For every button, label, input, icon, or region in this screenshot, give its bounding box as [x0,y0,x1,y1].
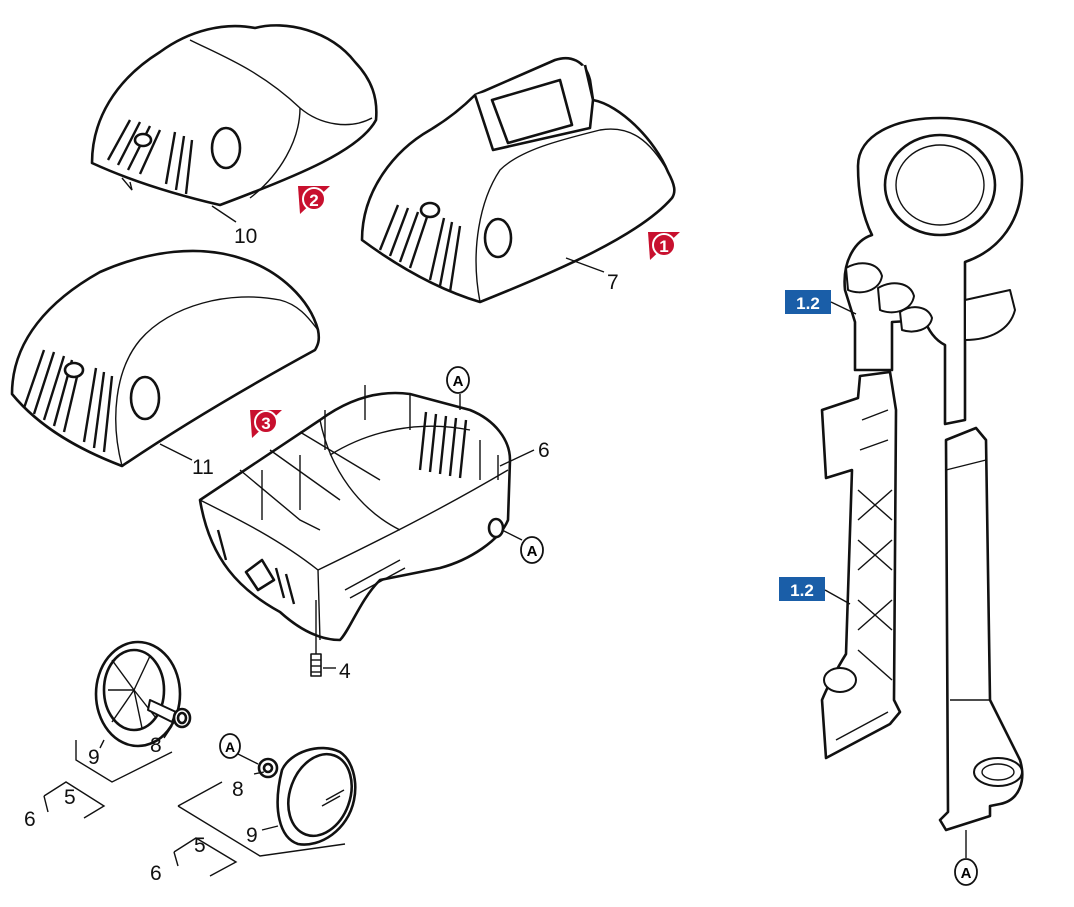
bracket-left [43,740,173,819]
label-9-right: 9 [246,824,258,847]
label-5-left: 5 [64,786,76,809]
hood-cover-7 [360,56,676,304]
label-4: 4 [339,660,351,683]
label-5-right: 5 [194,834,206,857]
red-badge-3: 3 [250,410,282,438]
svg-text:A: A [527,543,538,560]
svg-text:3: 3 [261,414,270,433]
handle-right-tube [938,426,1024,858]
handle-top-grip [843,116,1024,426]
label-7: 7 [607,271,619,294]
label-11: 11 [192,456,214,479]
label-8-left: 8 [150,734,162,757]
svg-text:A: A [225,739,235,755]
screw-4 [310,600,336,677]
svg-text:1.2: 1.2 [796,294,820,313]
wheel-right-9 [253,746,357,846]
label-8-right: 8 [232,778,244,801]
connector-a-side: A [520,536,544,564]
label-10: 10 [234,225,257,248]
svg-text:1.2: 1.2 [790,581,814,600]
label-6-right: 6 [150,862,162,885]
red-badge-1: 1 [648,232,680,260]
blue-badge-1: 1.2 [785,290,857,315]
svg-text:A: A [453,373,464,390]
hood-cover-10 [90,24,378,223]
label-9-left: 9 [88,746,100,769]
chassis-base-6 [198,385,535,642]
label-6-base: 6 [538,439,550,462]
label-6-left: 6 [24,808,36,831]
hood-cover-11 [10,249,321,468]
svg-text:1: 1 [659,237,668,256]
svg-text:A: A [961,865,972,882]
connector-a-top: A [446,366,470,394]
blue-badge-2: 1.2 [779,577,851,605]
handle-left-tube [820,370,902,760]
bracket-right [173,781,346,877]
red-badge-2: 2 [298,186,330,214]
connector-a-handle: A [954,858,978,886]
svg-text:2: 2 [309,191,318,210]
wheel-left-9 [94,640,192,749]
connector-a-wheel: A [219,733,241,759]
